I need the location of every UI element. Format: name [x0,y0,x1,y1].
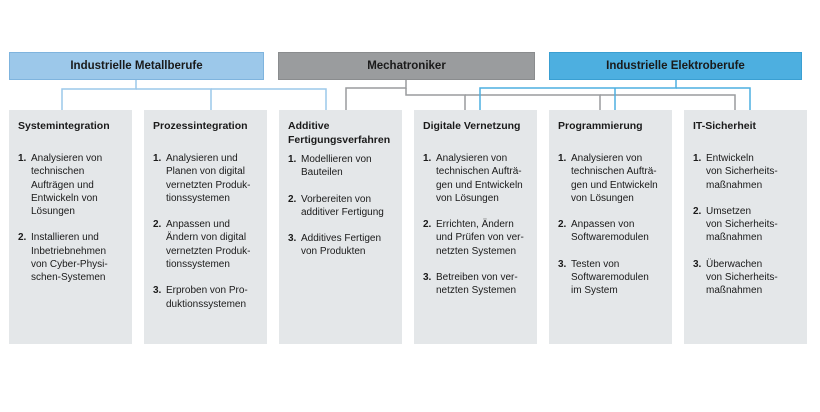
item-number: 3. [153,285,162,297]
item-number: 2. [288,193,297,205]
item-number: 1. [558,153,567,164]
list-item: 2. Anpassen von Softwaremodulen [558,218,664,245]
item-text: Erproben von Pro- duktionssystemen [166,285,248,310]
card-title: Additive Fertigungsverfahren [288,120,391,146]
list-item: 3. Additives Fertigen von Produkten [288,232,394,259]
connector-line [345,80,407,110]
group-header-metallberufe: Industrielle Metallberufe [9,52,264,80]
list-item: 3. Erproben von Pro- duktionssystemen [153,284,259,311]
connector-line [479,80,677,110]
card-list: 1. Entwickeln von Sicherheits- maßnahmen 2… [693,152,799,298]
item-text: Vorbereiten von additiver Fertigung [301,193,384,218]
connector-group-metal [61,80,327,110]
list-item: 2. Anpassen und Ändern von digital vernet… [153,218,259,271]
group-header-mechatroniker: Mechatroniker [278,52,535,80]
connector-line [405,88,466,110]
item-number: 1. [288,154,297,165]
list-item: 1. Analysieren von technischen Aufträ- ge… [558,152,664,205]
item-text: Betreiben von ver- netzten Systemen [436,272,518,297]
connector-line [465,94,601,110]
item-text: Errichten, Ändern und Prüfen von ver- ne… [436,219,524,257]
list-item: 2. Umsetzen von Sicherheits- maßnahmen [693,205,799,245]
competence-card: Programmierung 1. Analysieren von technisc… [549,110,672,344]
competence-card: IT-Sicherheit 1. Entwickeln von Sicherheit… [684,110,807,344]
connector-line [61,80,137,110]
item-number: 3. [558,258,567,270]
card-title: Systemintegration [18,120,110,132]
item-number: 1. [18,153,27,164]
group-header-elektroberufe: Industrielle Elektroberufe [549,52,802,80]
competence-card: Digitale Vernetzung 1. Analysieren von tec… [414,110,537,344]
item-number: 3. [288,233,297,245]
item-number: 1. [423,153,432,164]
item-number: 2. [423,219,432,231]
list-item: 3. Testen von Softwaremodulen im System [558,258,664,298]
card-list: 1. Analysieren von technischen Aufträ- ge… [558,152,664,298]
card-list: 1. Modellieren von Bauteilen 2. Vorbereiten… [288,153,394,259]
list-item: 1. Analysieren und Planen von digital ver… [153,152,259,205]
item-text: Modellieren von Bauteilen [301,154,372,179]
item-text: Anpassen und Ändern von digital vernetzt… [166,219,251,271]
item-text: Überwachen von Sicherheits- maßnahmen [706,258,778,297]
connector-line [211,88,327,110]
connector-line [676,87,751,110]
card-list: 1. Analysieren von technischen Aufträ- ge… [423,152,529,298]
card-title: Digitale Vernetzung [423,120,521,132]
list-item: 3. Überwachen von Sicherheits- maßnahmen [693,258,799,298]
item-text: Testen von Softwaremodulen im System [571,258,649,297]
connector-line [600,94,736,110]
item-text: Additives Fertigen von Produkten [301,233,382,258]
item-text: Analysieren von technischen Aufträgen un… [31,153,103,218]
list-item: 1. Analysieren von technischen Aufträgen … [18,152,124,218]
card-title: Programmierung [558,120,643,132]
card-title: IT-Sicherheit [693,120,757,132]
item-text: Installieren und Inbetriebnehmen von Cyb… [31,232,108,284]
competence-card: Additive Fertigungsverfahren 1. Modelliere… [279,110,402,344]
item-number: 2. [153,219,162,231]
item-number: 2. [693,205,702,217]
group-header-label: Mechatroniker [367,60,446,72]
item-number: 3. [693,258,702,270]
item-text: Analysieren von technischen Aufträ- gen … [436,153,523,204]
item-number: 1. [153,153,162,164]
card-title: Prozessintegration [153,120,248,132]
connector-line [136,88,212,110]
list-item: 1. Entwickeln von Sicherheits- maßnahmen [693,152,799,192]
item-text: Entwickeln von Sicherheits- maßnahmen [706,153,778,191]
group-header-label: Industrielle Metallberufe [70,60,203,72]
connector-group-mecha [345,80,736,110]
list-item: 1. Analysieren von technischen Aufträ- ge… [423,152,529,205]
item-number: 2. [18,232,27,244]
connector-group-elektro [479,80,751,110]
list-item: 1. Modellieren von Bauteilen [288,153,394,180]
card-list: 1. Analysieren von technischen Aufträgen … [18,152,124,285]
item-number: 1. [693,153,702,164]
item-text: Anpassen von Softwaremodulen [571,219,649,244]
list-item: 2. Vorbereiten von additiver Fertigung [288,193,394,220]
item-text: Analysieren von technischen Aufträ- gen … [571,153,658,204]
group-header-label: Industrielle Elektroberufe [606,60,745,72]
competence-card: Systemintegration 1. Analysieren von techn… [9,110,132,344]
item-text: Umsetzen von Sicherheits- maßnahmen [706,205,778,244]
card-list: 1. Analysieren und Planen von digital ver… [153,152,259,311]
list-item: 2. Errichten, Ändern und Prüfen von ver- … [423,218,529,258]
item-text: Analysieren und Planen von digital verne… [166,153,251,204]
list-item: 3. Betreiben von ver- netzten Systemen [423,271,529,298]
list-item: 2. Installieren und Inbetriebnehmen von C… [18,231,124,284]
item-number: 3. [423,272,432,284]
item-number: 2. [558,219,567,231]
competence-card: Prozessintegration 1. Analysieren und Plan… [144,110,267,344]
